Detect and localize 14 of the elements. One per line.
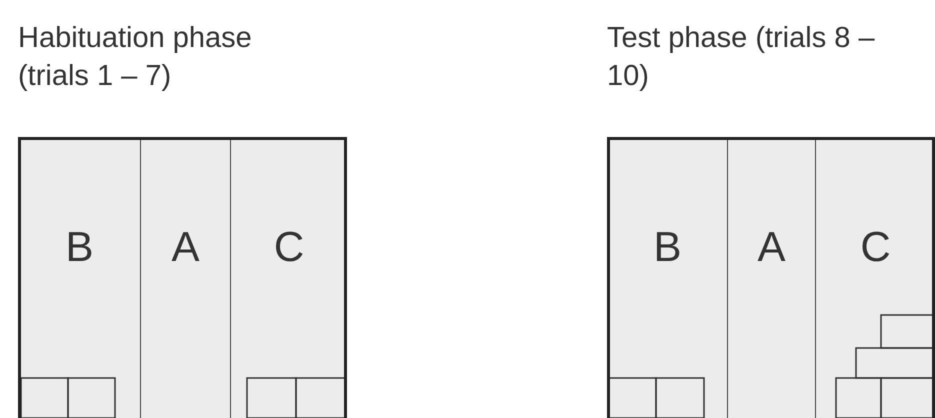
compartment bbox=[230, 137, 347, 418]
compartment bbox=[140, 137, 230, 418]
compartment-letter: B bbox=[64, 223, 94, 271]
compartment-letter: C bbox=[272, 223, 306, 271]
phase-heading: Test phase (trials 8 – 10) bbox=[607, 21, 876, 94]
compartment-letter: B bbox=[652, 223, 682, 271]
phase-heading: Habituation phase (trials 1 – 7) bbox=[18, 21, 253, 94]
compartment-letter: A bbox=[170, 223, 200, 271]
compartment bbox=[815, 137, 935, 418]
compartment-letter: A bbox=[756, 223, 786, 271]
compartment-letter: C bbox=[859, 223, 892, 271]
compartment bbox=[607, 137, 727, 418]
compartment bbox=[727, 137, 815, 418]
compartment bbox=[18, 137, 140, 418]
